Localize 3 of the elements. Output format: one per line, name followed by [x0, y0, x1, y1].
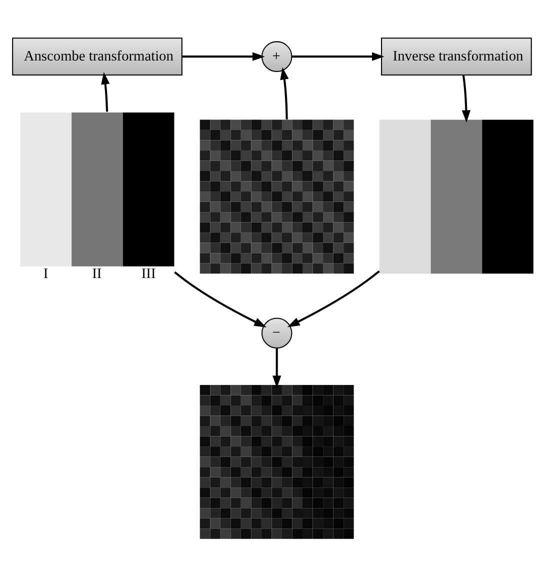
node-label: I [43, 265, 48, 282]
node-label: III [141, 265, 156, 282]
node-label: II [92, 265, 102, 282]
